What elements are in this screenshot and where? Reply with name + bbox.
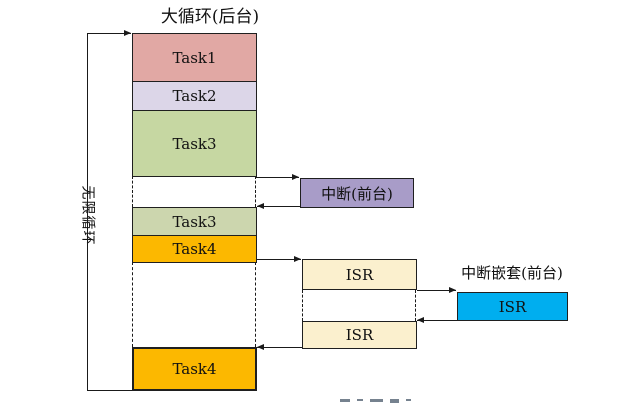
arrowhead-left-icon bbox=[257, 203, 264, 209]
arrow-isr2-return-to-task4 bbox=[257, 344, 302, 350]
isr-nested-label: ISR bbox=[498, 297, 527, 316]
arrowhead-left-icon bbox=[417, 317, 424, 323]
box-interrupt: 中断(前台) bbox=[300, 178, 414, 208]
arrow-shaft bbox=[88, 33, 131, 35]
task2-label: Task2 bbox=[172, 87, 217, 105]
task1-label: Task1 bbox=[172, 48, 217, 67]
dashed-timeline bbox=[415, 290, 416, 321]
arrowhead-left-icon bbox=[257, 344, 264, 350]
arrow-loop-top-in bbox=[88, 30, 131, 36]
arrow-interrupt-return bbox=[257, 203, 300, 209]
loop-vertical-line bbox=[87, 33, 88, 390]
arrow-isr1-to-nested bbox=[417, 287, 456, 293]
arrow-shaft bbox=[256, 259, 301, 261]
box-task2: Task2 bbox=[132, 81, 257, 111]
arrowhead-right-icon bbox=[292, 174, 299, 180]
box-isr-nested: ISR bbox=[457, 292, 568, 321]
interrupt-label: 中断(前台) bbox=[321, 184, 393, 203]
task4-first-label: Task4 bbox=[172, 240, 217, 258]
task3-second-label: Task3 bbox=[172, 212, 217, 231]
arrow-shaft bbox=[417, 290, 456, 292]
task3-first-label: Task3 bbox=[172, 134, 217, 153]
arrowhead-right-icon bbox=[124, 30, 131, 36]
background-loop-title: 大循环(后台) bbox=[160, 7, 260, 27]
arrow-to-isr1 bbox=[256, 256, 301, 262]
arrow-nested-return bbox=[417, 317, 457, 323]
arrow-shaft bbox=[417, 320, 457, 322]
dashed-timeline bbox=[132, 262, 133, 347]
box-task3-first: Task3 bbox=[132, 110, 257, 177]
arrow-shaft bbox=[257, 347, 302, 349]
dashed-timeline bbox=[302, 290, 303, 321]
isr-1-label: ISR bbox=[345, 265, 374, 284]
isr-2-label: ISR bbox=[345, 326, 374, 344]
nested-interrupt-label: 中断嵌套(前台) bbox=[461, 264, 563, 282]
box-isr-2: ISR bbox=[302, 321, 417, 349]
arrow-to-interrupt bbox=[256, 174, 299, 180]
box-task4-first: Task4 bbox=[132, 235, 257, 263]
box-task4-second: Task4 bbox=[132, 347, 257, 391]
task4-second-label: Task4 bbox=[172, 360, 217, 378]
box-isr-1: ISR bbox=[302, 259, 417, 290]
arrow-shaft bbox=[256, 177, 299, 179]
dashed-timeline bbox=[255, 262, 256, 347]
box-task3-second: Task3 bbox=[132, 207, 257, 236]
arrow-shaft bbox=[257, 206, 300, 208]
cropped-caption-fragment bbox=[340, 399, 440, 404]
dashed-timeline bbox=[255, 176, 256, 207]
loop-bottom-line bbox=[87, 390, 133, 391]
dashed-timeline bbox=[132, 176, 133, 207]
box-task1: Task1 bbox=[132, 33, 257, 82]
arrowhead-right-icon bbox=[449, 287, 456, 293]
arrowhead-right-icon bbox=[294, 256, 301, 262]
